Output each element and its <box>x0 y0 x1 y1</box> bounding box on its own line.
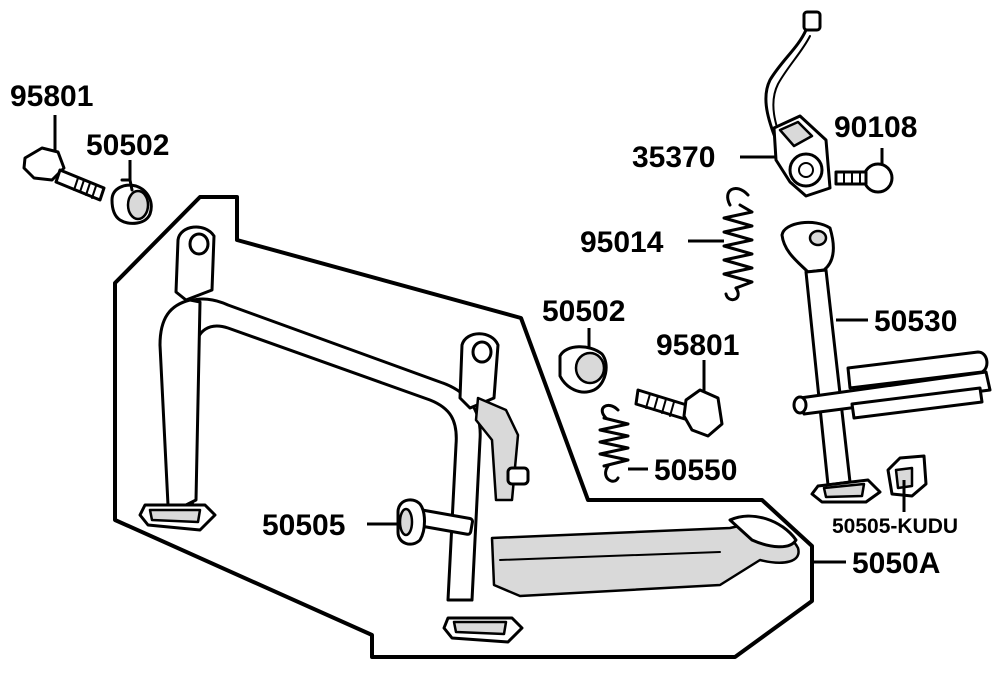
label-90108: 90108 <box>834 111 917 144</box>
label-50550: 50550 <box>654 454 737 487</box>
label-50530: 50530 <box>874 305 957 338</box>
label-50505-kudu: 50505-KUDU <box>832 515 958 538</box>
label-95014: 95014 <box>580 226 664 259</box>
collar-50502-mid <box>558 345 608 394</box>
label-50502-mid: 50502 <box>542 295 625 328</box>
collar-50502-top <box>110 178 153 225</box>
spring-50550 <box>598 404 630 483</box>
label-50505: 50505 <box>262 509 345 542</box>
label-95801-mid: 95801 <box>656 329 739 362</box>
bolt-95801-mid <box>634 388 724 438</box>
label-5050A: 5050A <box>852 547 940 580</box>
bolt-95801-top <box>22 146 106 202</box>
spring-95014 <box>722 187 754 302</box>
assembly-outline <box>113 195 814 659</box>
label-95801-top: 95801 <box>10 80 93 113</box>
sensor-35370 <box>764 10 832 198</box>
screw-90108 <box>834 162 894 194</box>
main-stand-frame <box>138 225 800 644</box>
label-35370: 35370 <box>632 141 715 174</box>
shaft-collar-50505 <box>396 498 474 546</box>
label-50502-top: 50502 <box>86 129 169 162</box>
side-stand-50530 <box>780 220 992 504</box>
pad-50505-kudu <box>886 454 928 498</box>
